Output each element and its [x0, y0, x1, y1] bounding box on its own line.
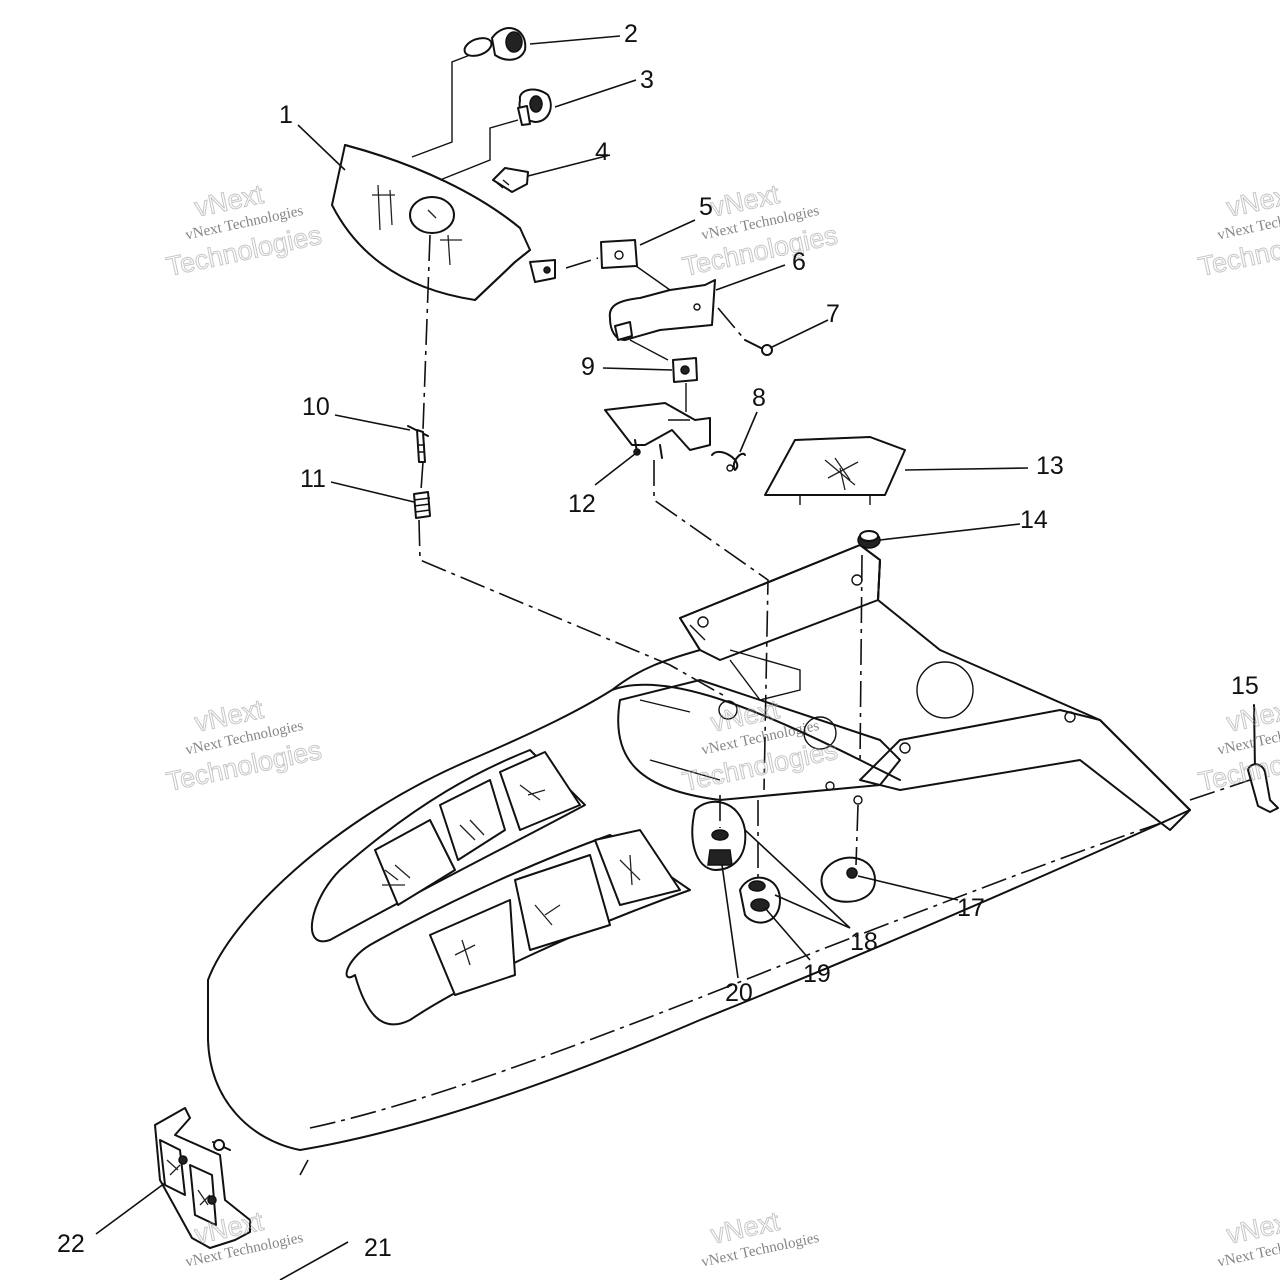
callout-labels: 1 2 3 4 5 6 7 8 9 10 11 12 13 14 15 17 1…	[57, 20, 1259, 1262]
callout-13: 13	[1036, 452, 1064, 480]
pin-part	[407, 425, 429, 463]
callout-7: 7	[826, 300, 840, 328]
bracket-part	[608, 279, 716, 341]
callout-5: 5	[699, 193, 713, 221]
callout-6: 6	[792, 248, 806, 276]
callout-8: 8	[752, 384, 766, 412]
watermark: vNext vNext Technologies Technologies	[679, 693, 840, 797]
watermark: vNext vNext Technologies	[1216, 1205, 1280, 1270]
cover-part	[764, 436, 906, 505]
callout-9: 9	[581, 353, 595, 381]
callout-19: 19	[803, 960, 831, 988]
callout-1: 1	[279, 101, 293, 129]
hood	[207, 544, 1191, 1151]
callout-17: 17	[957, 894, 985, 922]
bulb-part	[463, 27, 527, 61]
pad-part	[600, 239, 638, 269]
screw-part	[744, 339, 773, 356]
watermark-group: vNext vNext Technologies Technologies vN…	[163, 178, 1280, 1270]
assembly-lines	[299, 54, 1251, 1176]
callout-12: 12	[568, 490, 596, 518]
callout-22: 22	[57, 1230, 85, 1258]
lower-left-bracket	[154, 1107, 251, 1249]
watermark: vNext vNext Technologies Technologies	[163, 178, 324, 282]
side-part	[1247, 704, 1279, 813]
headlight-assembly	[331, 144, 556, 301]
watermark: vNext vNext Technologies Technologies	[1195, 178, 1280, 282]
callout-15: 15	[1231, 672, 1259, 700]
callout-14: 14	[1020, 506, 1048, 534]
lower-bracket-part	[604, 402, 711, 459]
callout-18: 18	[850, 928, 878, 956]
callout-4: 4	[595, 138, 609, 166]
callout-11: 11	[300, 465, 326, 493]
watermark: vNext vNext Technologies Technologies	[1195, 693, 1280, 797]
watermark: vNext vNext Technologies Technologies	[163, 693, 324, 797]
watermark: vNext vNext Technologies	[700, 1205, 821, 1270]
connector-part	[492, 167, 529, 193]
watermark: vNext vNext Technologies Technologies	[679, 178, 840, 282]
clip-part	[711, 451, 746, 472]
socket-part	[517, 88, 552, 126]
callout-20: 20	[725, 979, 753, 1007]
nut-part	[672, 357, 698, 383]
callout-2: 2	[624, 20, 638, 48]
callout-3: 3	[640, 66, 654, 94]
callout-21: 21	[364, 1234, 392, 1262]
spring-part	[413, 491, 431, 519]
leader-lines	[95, 35, 1029, 1280]
grommet-part	[857, 530, 881, 549]
callout-10: 10	[302, 393, 330, 421]
